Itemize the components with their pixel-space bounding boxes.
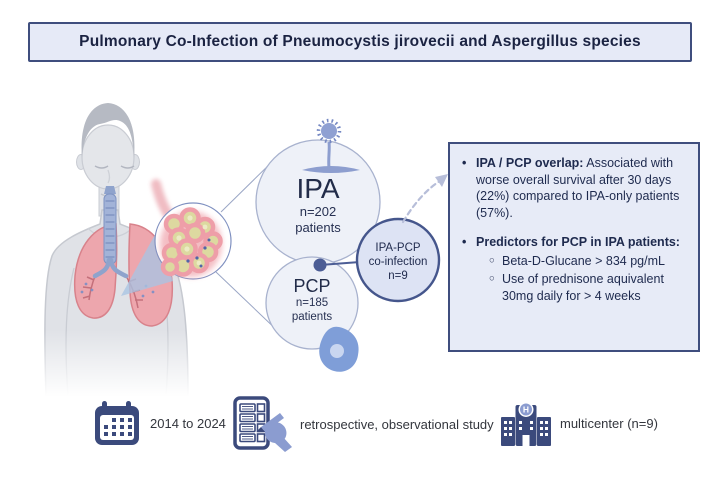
pneumocystis-icon xyxy=(319,326,359,372)
sub-bullet-icon xyxy=(489,253,502,270)
study-design: retrospective, observational study xyxy=(230,396,494,452)
finding-overlap-label: IPA / PCP overlap: xyxy=(476,156,584,170)
overlap-leader-line xyxy=(319,261,361,266)
pcp-name: PCP xyxy=(293,276,331,296)
finding-predictors-label: Predictors for PCP in IPA patients: xyxy=(476,235,680,249)
overlap-line1: IPA-PCP xyxy=(375,242,421,254)
finding-overlap-text: Associated with worse overall survival a… xyxy=(476,156,680,220)
alveoli-cluster xyxy=(160,207,223,277)
pcp-circle xyxy=(265,256,359,350)
aspergillus-icon xyxy=(302,118,360,173)
study-setting: H multicenter (n=9) xyxy=(500,400,658,446)
hospital-h-glyph: H xyxy=(523,405,529,415)
ipa-count: n=202 xyxy=(299,204,337,219)
pcp-unit: patients xyxy=(291,311,333,323)
coinfection-circle xyxy=(355,217,441,303)
ipa-unit: patients xyxy=(295,220,341,235)
sub-bullet-icon xyxy=(489,271,502,304)
finding-overlap: IPA / PCP overlap: Associated with worse… xyxy=(462,155,691,221)
calendar-icon xyxy=(95,401,139,445)
overlap-line3: n=9 xyxy=(388,270,408,282)
findings-box: IPA / PCP overlap: Associated with worse… xyxy=(448,142,700,352)
pcp-circle-label: PCP n=185 patients xyxy=(262,276,362,324)
predictor-bdg: Beta-D-Glucane > 834 pg/mL xyxy=(502,253,665,268)
hair xyxy=(81,103,135,158)
study-setting-label: multicenter (n=9) xyxy=(560,415,658,431)
study-design-label: retrospective, observational study xyxy=(300,416,494,432)
bullet-icon xyxy=(462,234,476,304)
hospital-icon: H xyxy=(501,402,551,446)
predictor-item: Beta-D-Glucane > 834 pg/mL xyxy=(476,253,691,270)
overlap-line2: co-infection xyxy=(368,256,428,268)
predictor-prednisone: Use of prednisone aquivalent 30mg daily … xyxy=(502,272,664,303)
ipa-name: IPA xyxy=(296,173,340,204)
study-period-label: 2014 to 2024 xyxy=(150,416,226,431)
bullet-icon xyxy=(462,155,476,221)
head xyxy=(81,124,135,190)
study-period: 2014 to 2024 xyxy=(92,400,226,447)
clipboard-pen-icon xyxy=(233,396,292,452)
overlap-dot xyxy=(313,258,327,272)
pcp-count: n=185 xyxy=(295,297,329,309)
coinfection-circle-label: IPA-PCP co-infection n=9 xyxy=(352,241,444,283)
ipa-circle-label: IPA n=202 patients xyxy=(256,174,380,236)
dashed-arrow xyxy=(401,174,448,224)
page-title: Pulmonary Co-Infection of Pneumocystis j… xyxy=(79,33,641,50)
title-banner: Pulmonary Co-Infection of Pneumocystis j… xyxy=(28,22,692,62)
finding-predictors: Predictors for PCP in IPA patients: Beta… xyxy=(462,234,691,304)
predictor-item: Use of prednisone aquivalent 30mg daily … xyxy=(476,271,691,304)
